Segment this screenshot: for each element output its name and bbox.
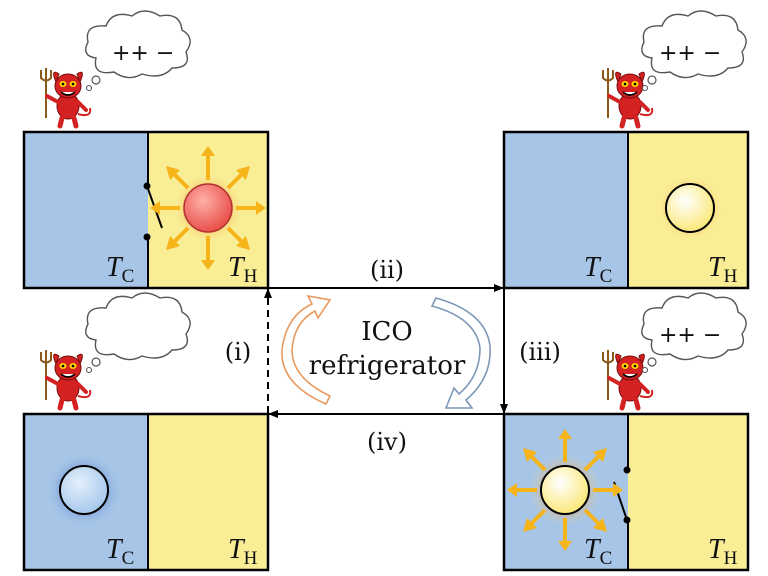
panel-bottom-left: TC TH xyxy=(22,412,270,572)
hot-temp-label: TH xyxy=(708,534,738,569)
sun-icon xyxy=(507,429,623,551)
hot-temp-label: TH xyxy=(708,252,738,287)
cold-temp-label: TC xyxy=(106,252,134,287)
thought-text: ++ − xyxy=(659,41,721,66)
hot-temp-label: TH xyxy=(228,252,258,287)
cold-reservoir xyxy=(504,132,628,288)
hot-reservoir xyxy=(628,414,748,570)
panel-bottom-right: TC TH xyxy=(502,412,750,572)
curved-arrow-orange-icon xyxy=(281,294,332,406)
cycle-arrows xyxy=(264,284,508,418)
devil-top-left: ++ − xyxy=(41,10,191,126)
devil-icon xyxy=(603,350,652,408)
devil-icon xyxy=(603,68,652,126)
devil-bottom-right: ++ − xyxy=(603,292,747,408)
particle-icon xyxy=(665,183,715,233)
sun-icon xyxy=(150,146,266,270)
cold-reservoir xyxy=(24,132,148,288)
cold-temp-label: TC xyxy=(584,252,612,287)
particle-icon xyxy=(540,465,590,515)
particle-icon xyxy=(59,465,109,515)
panel-top-right: TC TH xyxy=(502,130,750,290)
thought-text: ++ − xyxy=(659,323,721,348)
devil-icon xyxy=(41,68,90,126)
step-label-i: (i) xyxy=(225,338,251,366)
panel-border xyxy=(22,130,270,290)
devil-bottom-left xyxy=(41,292,191,408)
cold-temp-label: TC xyxy=(584,534,612,569)
devil-icon xyxy=(41,350,90,408)
panel-border xyxy=(502,130,750,290)
cold-temp-label: TC xyxy=(106,534,134,569)
hot-temp-label: TH xyxy=(228,534,258,569)
thought-text: ++ − xyxy=(112,41,174,66)
step-label-ii: (ii) xyxy=(370,256,404,284)
hot-reservoir xyxy=(148,414,268,570)
devil-top-right: ++ − xyxy=(603,10,747,126)
step-label-iii: (iii) xyxy=(519,338,561,366)
thought-bubble-icon xyxy=(85,292,191,374)
step-label-iv: (iv) xyxy=(367,428,407,456)
particle-icon xyxy=(183,183,233,233)
center-subtitle: refrigerator xyxy=(309,351,466,381)
curved-arrow-blue-icon xyxy=(430,297,491,409)
center-title: ICO xyxy=(361,317,412,347)
panel-border xyxy=(502,412,750,572)
panel-border xyxy=(22,412,270,572)
panel-top-left: TC TH xyxy=(22,130,270,290)
